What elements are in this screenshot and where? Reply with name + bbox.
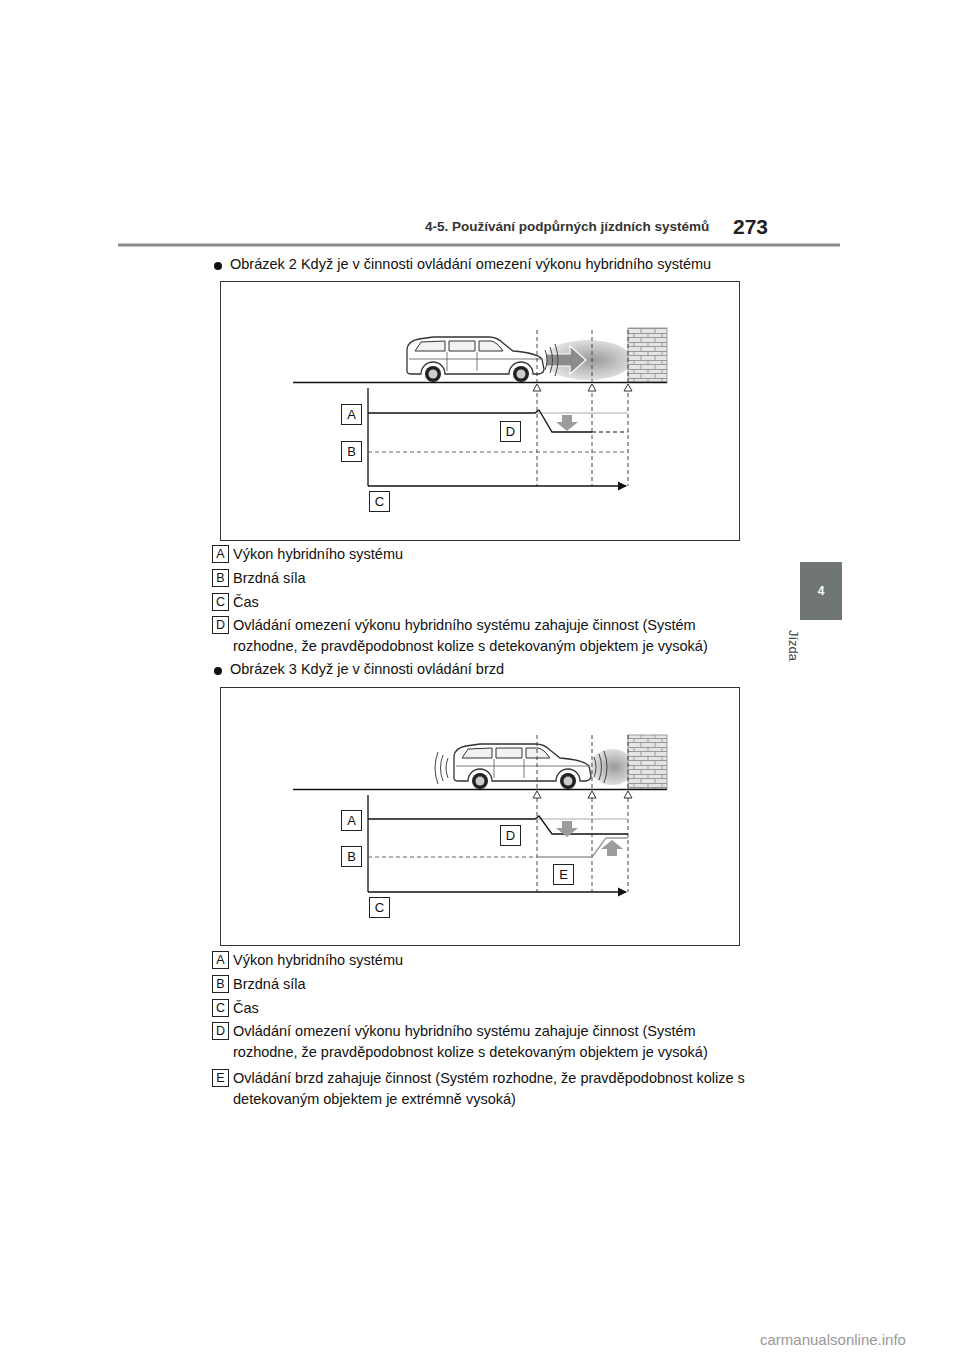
callout-letter: E [559,867,568,882]
callout-description: Čas [233,998,748,1019]
callout-description: Ovládání omezení výkonu hybridního systé… [233,615,748,657]
callout-description: Výkon hybridního systému [233,950,748,971]
callout-box: B [341,441,362,462]
legend-item: DOvládání omezení výkonu hybridního syst… [212,1021,752,1063]
callout-box: E [553,864,574,885]
callout-description: Brzdná síla [233,568,748,589]
callout-letter: B [212,569,229,587]
callout-box: D [500,825,521,846]
callout-box: C [369,491,390,512]
callout-box: C [369,897,390,918]
callout-letter: B [347,849,356,864]
page-number: 273 [733,214,768,239]
section-heading: 4-5. Používání podpůrných jízdních systé… [425,219,709,235]
legend-item: AVýkon hybridního systému [212,544,752,565]
figure-heading: Obrázek 2 Když je v činnosti ovládání om… [230,256,711,273]
callout-letter: D [506,828,515,843]
legend-item: BBrzdná síla [212,568,752,589]
callout-box: D [500,421,521,442]
legend-item: AVýkon hybridního systému [212,950,752,971]
callout-description: Ovládání brzd zahajuje činnost (Systém r… [233,1068,748,1110]
legend-item: EOvládání brzd zahajuje činnost (Systém … [212,1068,752,1110]
callout-letter: B [212,975,229,993]
callout-description: Výkon hybridního systému [233,544,748,565]
callout-letter: A [212,545,229,563]
chapter-number: 4 [818,584,825,598]
legend-item: BBrzdná síla [212,974,752,995]
callout-letter: E [212,1069,229,1087]
callout-letter: B [347,444,356,459]
chapter-tab: 4 [800,562,842,620]
callout-letter: C [212,999,229,1017]
legend-item: DOvládání omezení výkonu hybridního syst… [212,615,752,657]
callout-letter: A [212,951,229,969]
callout-box: B [341,846,362,867]
callout-letter: A [347,407,356,422]
callout-description: Ovládání omezení výkonu hybridního systé… [233,1021,748,1063]
callout-letter: C [375,494,384,509]
callout-description: Čas [233,592,748,613]
callout-letter: A [347,813,356,828]
legend-item: CČas [212,998,752,1019]
callout-letter: D [212,616,229,634]
watermark: carmanualsonline.info [760,1331,906,1349]
figure-heading: Obrázek 3 Když je v činnosti ovládání br… [230,661,504,678]
callout-letter: D [212,1022,229,1040]
callout-letter: C [212,593,229,611]
callout-letter: C [375,900,384,915]
chapter-tab-label: Jízda [785,630,801,661]
callout-box: A [341,404,362,425]
callout-description: Brzdná síla [233,974,748,995]
legend-item: CČas [212,592,752,613]
callout-box: A [341,810,362,831]
callout-letter: D [506,424,515,439]
